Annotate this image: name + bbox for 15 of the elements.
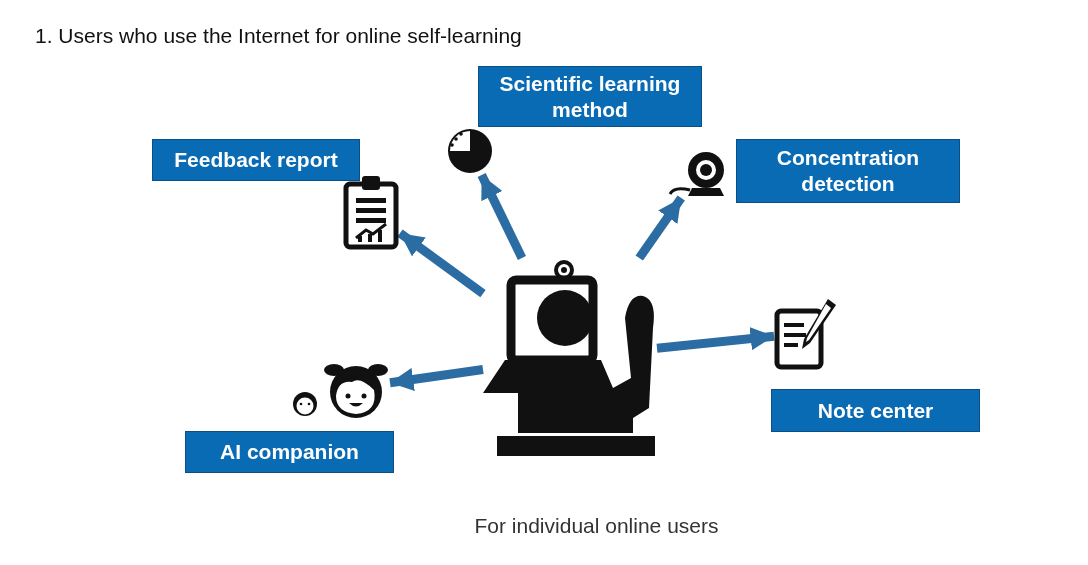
label-box: Note center <box>771 389 980 432</box>
arrow <box>389 365 484 392</box>
report-clipboard-icon <box>342 174 400 250</box>
arrow <box>635 195 685 261</box>
arrow <box>477 173 526 260</box>
timer-icon <box>446 127 494 175</box>
arrow <box>656 327 775 353</box>
arrow <box>397 229 486 298</box>
label-box: Scientific learning method <box>478 66 702 127</box>
picture <box>483 258 657 456</box>
caption: For individual online users <box>473 513 720 539</box>
title: 1. Users who use the Internet for online self-learning <box>35 23 522 49</box>
label-box: Feedback report <box>152 139 360 181</box>
label-box: AI companion <box>185 431 394 473</box>
label-box: Concentration detection <box>736 139 960 203</box>
